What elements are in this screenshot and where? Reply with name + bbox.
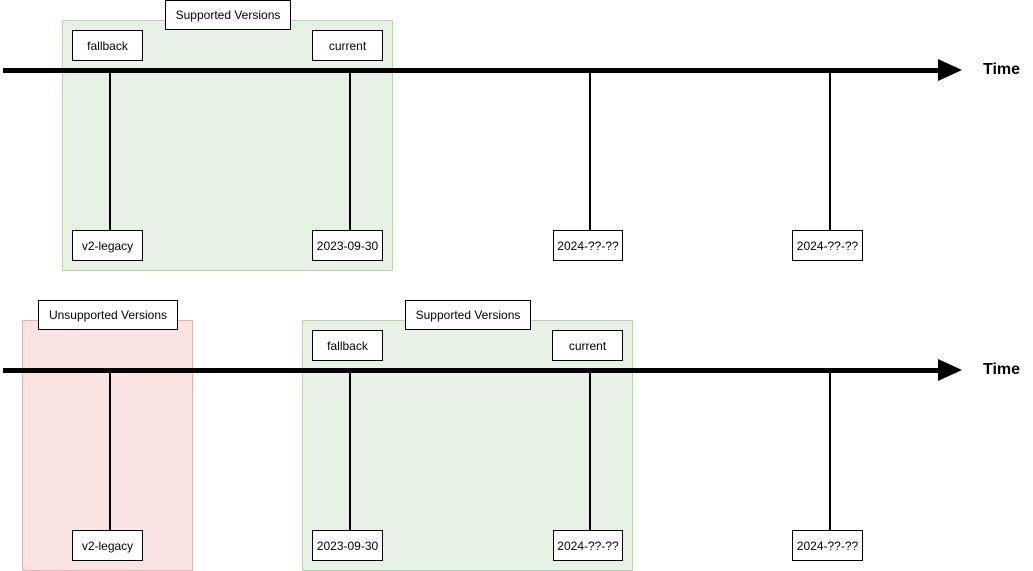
version-box-2-3: 2024-??-??: [553, 530, 623, 561]
version-box-1-3: 2024-??-??: [553, 230, 623, 261]
version-box-2-2: 2023-09-30: [312, 530, 383, 561]
version-box-1-4: 2024-??-??: [792, 230, 863, 261]
current-pointer-2: current: [552, 330, 623, 361]
version-box-1-1: v2-legacy: [72, 230, 143, 261]
fallback-pointer-2: fallback: [312, 330, 383, 361]
version-box-1-2: 2023-09-30: [312, 230, 383, 261]
time-axis-label-2: Time: [983, 361, 1021, 378]
time-axis-label-1: Time: [983, 61, 1021, 78]
version-box-2-1: v2-legacy: [72, 530, 143, 561]
unsupported-versions-label-2: Unsupported Versions: [38, 300, 178, 330]
fallback-pointer-1: fallback: [72, 30, 143, 61]
time-axis-2: [3, 368, 943, 373]
time-axis-arrow-2-icon: [938, 359, 962, 381]
version-box-2-4: 2024-??-??: [792, 530, 863, 561]
version-tick-2-3: [589, 370, 591, 532]
supported-versions-label-1: Supported Versions: [165, 0, 291, 30]
version-tick-2-4: [829, 370, 831, 532]
supported-versions-region-1: [62, 20, 393, 271]
unsupported-versions-region-2: [22, 320, 193, 571]
version-tick-2-2: [349, 370, 351, 532]
supported-versions-label-2: Supported Versions: [405, 300, 531, 330]
current-pointer-1: current: [312, 30, 383, 61]
version-tick-1-1: [109, 70, 111, 232]
version-tick-2-1: [109, 370, 111, 532]
version-tick-1-2: [349, 70, 351, 232]
version-tick-1-3: [589, 70, 591, 232]
time-axis-1: [3, 68, 943, 73]
version-tick-1-4: [829, 70, 831, 232]
time-axis-arrow-1-icon: [938, 59, 962, 81]
